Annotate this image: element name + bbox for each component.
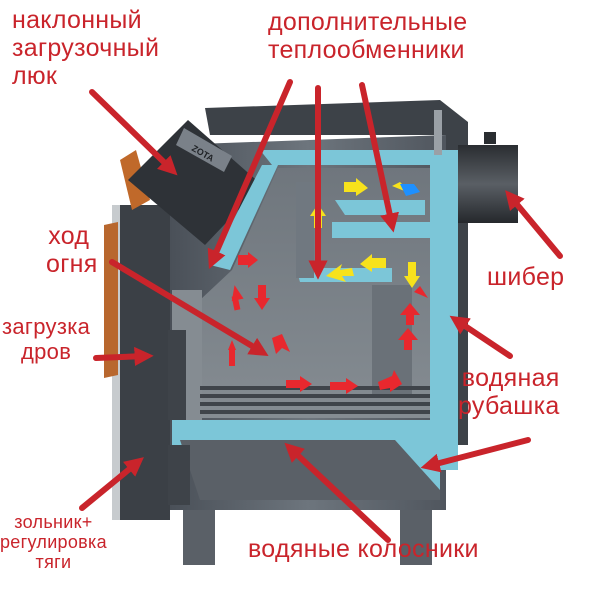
flame-arrow (231, 295, 241, 311)
label-line: регулировка (0, 532, 107, 553)
flame-arrow (272, 334, 290, 354)
arrow-damper (505, 190, 563, 259)
hatch-plate (176, 128, 232, 172)
exchanger-upper (335, 200, 425, 215)
ash-pit-slope (395, 440, 440, 490)
label-line: люк (12, 62, 58, 90)
flame-arrow (286, 376, 312, 392)
arrow-exchanger-1 (207, 79, 293, 270)
flame-arrow (238, 252, 258, 268)
fire-arrows (228, 252, 428, 394)
flame-arrow (254, 285, 270, 310)
label-line: шибер (487, 263, 565, 291)
label-line: огня (46, 250, 98, 278)
callout-arrows (79, 79, 563, 543)
arrow-jacket-2 (420, 437, 531, 473)
flame-arrow (400, 303, 420, 325)
label-line: теплообменники (268, 36, 465, 64)
flue-rod (434, 110, 442, 155)
label-fire-path: ход огня (40, 222, 98, 278)
label-line: дополнительные (268, 8, 468, 36)
gas-arrow (360, 254, 386, 272)
exit-arrow (400, 184, 420, 196)
flame-arrow (414, 286, 428, 298)
flue-gas-arrows (310, 178, 420, 288)
leg-left (183, 505, 215, 565)
flue-collar (484, 132, 496, 144)
label-ash-pan: зольник+ регулировка тяги (0, 512, 107, 572)
arrow-wood (93, 346, 154, 367)
exchanger-vertical (296, 182, 314, 278)
flame-arrow (378, 370, 402, 392)
flame-arrow (330, 378, 358, 394)
flame-arrow (398, 328, 418, 350)
arrow-ash (79, 457, 144, 511)
loading-hatch (128, 120, 262, 245)
gas-arrow (344, 178, 368, 196)
leg-right (400, 505, 432, 565)
grate-bars (200, 386, 430, 414)
arrow-exchanger-3 (359, 82, 399, 233)
gas-arrow (326, 264, 354, 282)
label-line: наклонный (12, 6, 142, 34)
arrow-grates (284, 442, 391, 543)
boiler-body: ZOTA (104, 100, 518, 565)
flame-arrow (228, 340, 236, 350)
exchanger-mid (332, 222, 430, 238)
label-line: загрузочный (12, 34, 160, 62)
label-damper: шибер (487, 263, 564, 291)
arrow-fire (109, 259, 269, 356)
water-jacket-right (430, 150, 458, 450)
flue-pipe (458, 145, 518, 223)
arrow-jacket-1 (449, 315, 513, 359)
label-line: тяги (35, 552, 72, 573)
label-wood-loading: загрузка дров (2, 314, 91, 364)
wood-door (168, 330, 186, 420)
label-line: водяные колосники (248, 535, 479, 563)
label-water-jacket: водяная рубашка (458, 364, 560, 420)
label-loading-hatch: наклонный загрузочный люк (12, 6, 159, 90)
label-line: ход (48, 222, 90, 250)
flame-arrow (229, 350, 235, 366)
arrow-hatch (89, 89, 178, 176)
gas-arrow (404, 262, 420, 288)
label-line: зольник+ (14, 512, 93, 532)
label-water-grates: водяные колосники (248, 535, 479, 563)
ash-door (168, 445, 190, 505)
label-heat-exchangers: дополнительные теплообменники (268, 8, 467, 64)
label-line: загрузка (2, 314, 91, 339)
label-line: водяная (461, 364, 560, 392)
water-grates (180, 420, 435, 438)
label-line: дров (20, 338, 72, 364)
label-line: рубашка (458, 392, 560, 420)
water-jacket-slope (210, 165, 278, 270)
